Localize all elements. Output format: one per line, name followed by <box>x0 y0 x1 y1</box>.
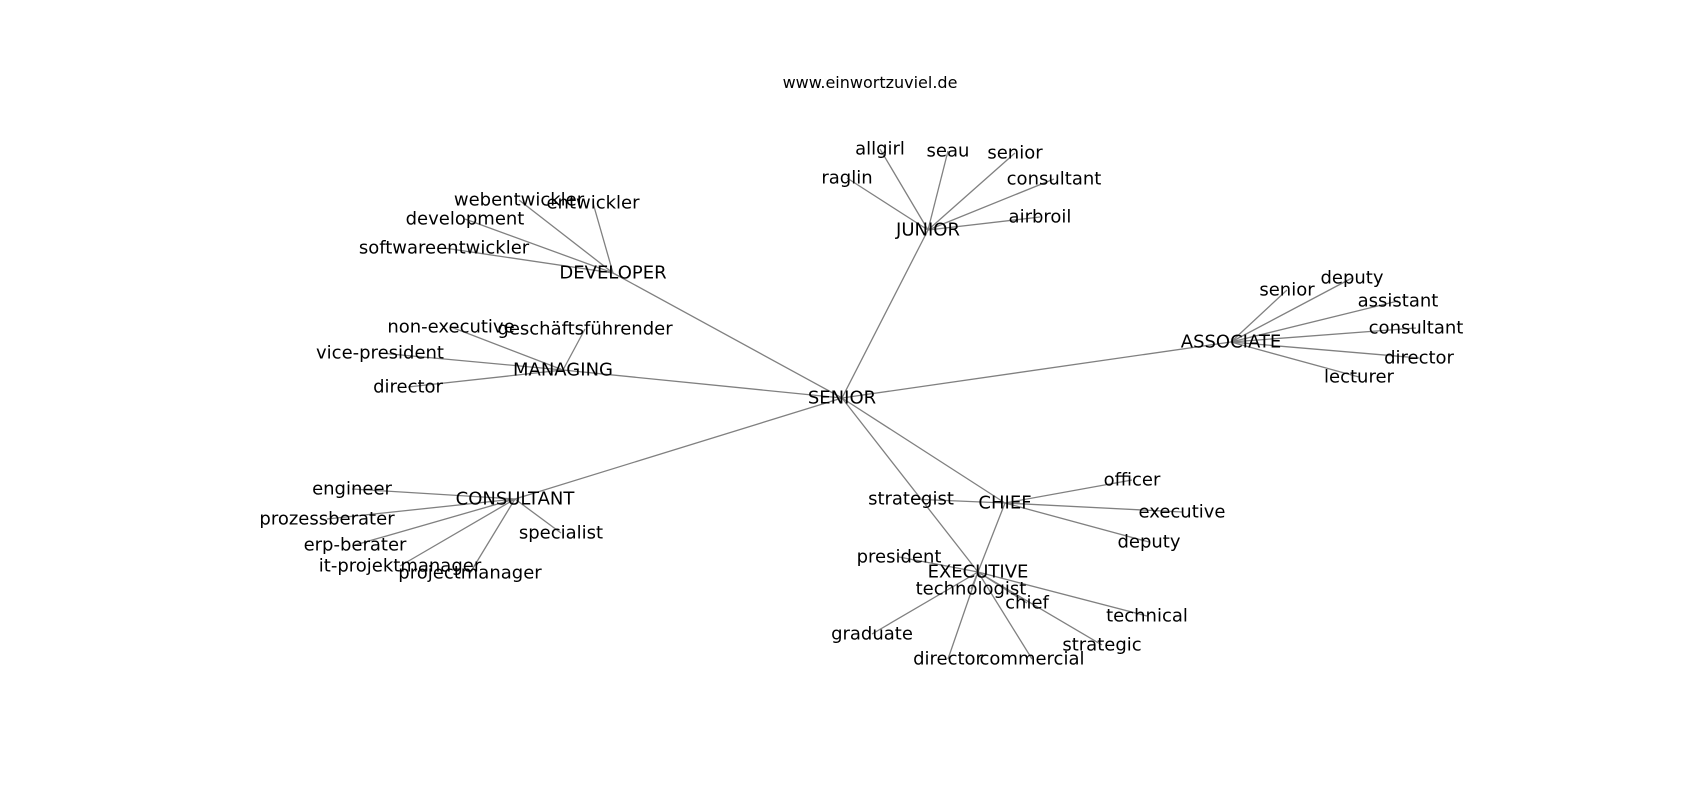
node-chief: CHIEF <box>978 493 1031 514</box>
edge-consultant-prozessberater <box>326 498 516 520</box>
node-ch-executive: executive <box>1138 502 1225 523</box>
node-consultant: CONSULTANT <box>456 489 576 510</box>
edge-senior_hub-managing <box>562 369 843 399</box>
edge-associate-as_deputy <box>1230 277 1353 343</box>
node-president: president <box>857 547 942 568</box>
edge-junior-allgirl <box>879 148 929 231</box>
edge-managing-geschaeftsfuehrender <box>562 328 586 371</box>
edge-senior_hub-associate <box>841 341 1232 399</box>
node-jr-consultant: consultant <box>1007 169 1102 190</box>
edge-junior-jr_senior <box>927 152 1016 231</box>
node-webentwickler: webentwickler <box>454 190 585 211</box>
node-softwareentwickler: softwareentwickler <box>359 238 530 259</box>
node-executive: EXECUTIVE <box>928 562 1029 583</box>
node-ex-chief: chief <box>1005 593 1049 614</box>
edge-executive-commercial <box>977 571 1033 660</box>
edge-developer-entwickler <box>592 202 614 274</box>
edge-associate-as_consultant <box>1230 327 1417 343</box>
node-entwickler: entwickler <box>546 193 640 214</box>
edge-associate-lecturer <box>1230 341 1360 378</box>
edge-consultant-it_projektmanager <box>399 498 516 567</box>
edge-managing-non_executive <box>450 326 564 371</box>
node-vice-president: vice-president <box>316 343 444 364</box>
edge-senior_hub-developer <box>612 272 843 399</box>
node-projectmanager: projectmanager <box>398 563 542 584</box>
node-as-senior: senior <box>1259 280 1315 301</box>
node-erp-berater: erp-berater <box>304 535 407 556</box>
edge-chief-executive <box>977 502 1006 573</box>
edge-chief-ch_executive <box>1004 502 1183 513</box>
node-engineer: engineer <box>312 479 392 500</box>
edge-managing-mg_director <box>407 369 564 388</box>
node-graduate: graduate <box>831 624 913 645</box>
site-title: www.einwortzuviel.de <box>783 73 958 92</box>
node-airbroil: airbroil <box>1009 207 1072 228</box>
node-strategic: strategic <box>1062 635 1141 656</box>
edge-junior-raglin <box>846 177 929 231</box>
edge-executive-technical <box>977 571 1148 617</box>
node-prozessberater: prozessberater <box>259 509 395 530</box>
node-raglin: raglin <box>821 168 872 189</box>
node-associate: ASSOCIATE <box>1181 332 1282 353</box>
label-layer: SENIOR JUNIOR DEVELOPER MANAGING CONSULTANT A… <box>259 139 1463 670</box>
edge-layer <box>326 148 1420 660</box>
node-ex-director: director <box>913 649 983 670</box>
node-development: development <box>406 209 525 230</box>
node-allgirl: allgirl <box>855 139 905 160</box>
node-non-executive: non-executive <box>387 317 514 338</box>
edge-developer-softwareentwickler <box>443 247 614 274</box>
edge-senior_hub-executive <box>841 397 979 573</box>
node-geschaeftsfuehrender: geschäftsführender <box>497 319 673 340</box>
edge-senior_hub-junior <box>841 229 929 399</box>
edge-consultant-specialist <box>514 498 562 534</box>
edge-executive-president <box>898 556 979 573</box>
edge-executive-ex_director <box>947 571 979 660</box>
edge-associate-assistant <box>1230 300 1399 343</box>
node-technical: technical <box>1106 606 1188 627</box>
node-junior: JUNIOR <box>895 220 960 241</box>
node-senior-hub: SENIOR <box>808 388 876 409</box>
edge-associate-as_director <box>1230 341 1420 359</box>
node-it-projektmanager: it-projektmanager <box>319 556 482 577</box>
edge-consultant-projectmanager <box>469 498 516 574</box>
edge-developer-development <box>464 218 614 274</box>
edge-consultant-erp_berater <box>354 498 516 546</box>
edge-chief-ch_deputy <box>1004 502 1150 543</box>
node-lecturer: lecturer <box>1324 367 1395 388</box>
node-technologist: technologist <box>916 579 1027 600</box>
node-strategist: strategist <box>868 489 954 510</box>
edge-chief-strategist <box>910 498 1006 504</box>
edge-managing-vice_president <box>379 352 564 371</box>
edge-junior-seau <box>927 150 949 231</box>
edge-chief-officer <box>1004 479 1133 504</box>
node-as-deputy: deputy <box>1320 268 1383 289</box>
edge-developer-webentwickler <box>518 199 614 274</box>
edge-associate-as_senior <box>1230 289 1288 343</box>
node-specialist: specialist <box>519 523 603 544</box>
edge-senior_hub-chief <box>841 397 1006 504</box>
edge-consultant-engineer <box>351 488 516 500</box>
edge-junior-airbroil <box>927 216 1041 231</box>
node-officer: officer <box>1104 470 1161 491</box>
node-developer: DEVELOPER <box>559 263 666 284</box>
node-as-consultant: consultant <box>1369 318 1464 339</box>
edge-executive-graduate <box>871 571 979 635</box>
node-assistant: assistant <box>1358 291 1439 312</box>
node-seau: seau <box>927 141 970 162</box>
node-managing: MANAGING <box>513 360 613 381</box>
node-mg-director: director <box>373 377 443 398</box>
edge-senior_hub-consultant <box>514 397 843 500</box>
node-commercial: commercial <box>980 649 1085 670</box>
edge-executive-strategic <box>977 571 1103 646</box>
node-as-director: director <box>1384 348 1454 369</box>
node-jr-senior: senior <box>987 143 1043 164</box>
edge-junior-jr_consultant <box>927 178 1055 231</box>
node-ch-deputy: deputy <box>1117 532 1180 553</box>
